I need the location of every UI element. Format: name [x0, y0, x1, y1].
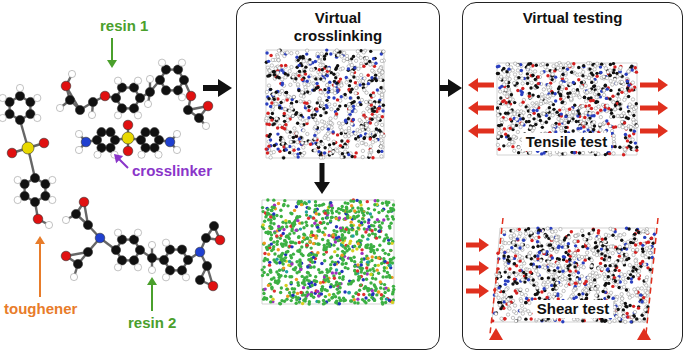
- figure: Virtual crosslinkingTensile testShear te…: [0, 0, 685, 352]
